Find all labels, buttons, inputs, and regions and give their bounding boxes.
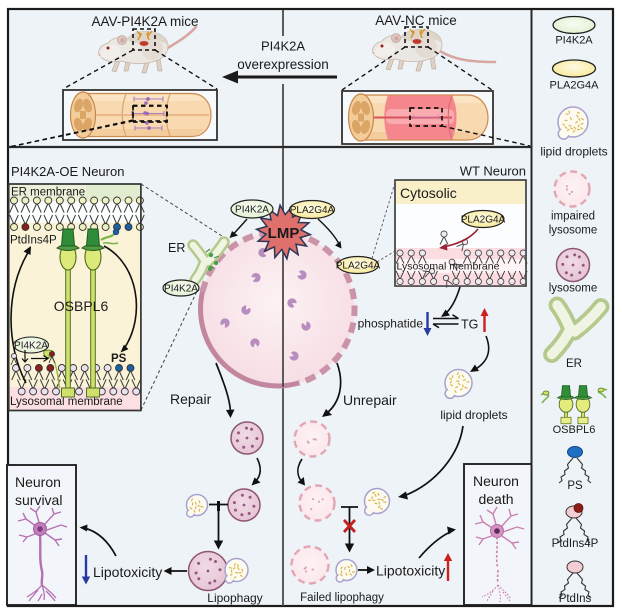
svg-text:PI4K2A: PI4K2A: [261, 39, 305, 54]
svg-text:ER: ER: [168, 241, 185, 255]
svg-text:TG: TG: [461, 318, 478, 332]
svg-text:OSBPL6: OSBPL6: [54, 298, 109, 314]
svg-text:ER: ER: [566, 358, 582, 370]
svg-text:phosphatide: phosphatide: [358, 317, 424, 331]
svg-text:Lipophagy: Lipophagy: [207, 591, 262, 605]
svg-text:PtdIns4P: PtdIns4P: [552, 538, 599, 550]
svg-text:PtdIns4P: PtdIns4P: [10, 235, 57, 247]
svg-text:Neuron: Neuron: [15, 474, 61, 490]
svg-text:WT Neuron: WT Neuron: [460, 164, 526, 179]
svg-text:PS: PS: [111, 353, 127, 365]
svg-text:PtdIns: PtdIns: [559, 593, 592, 605]
svg-text:LMP: LMP: [268, 225, 300, 242]
svg-text:death: death: [478, 491, 513, 507]
svg-text:lipid droplets: lipid droplets: [540, 145, 607, 159]
svg-text:PS: PS: [567, 480, 583, 492]
svg-text:PI4K2A: PI4K2A: [14, 341, 48, 352]
svg-text:Unrepair: Unrepair: [343, 392, 397, 408]
svg-text:Lipotoxicity: Lipotoxicity: [376, 563, 445, 579]
svg-text:impaired: impaired: [551, 211, 595, 223]
svg-text:Lipotoxicity: Lipotoxicity: [93, 564, 162, 580]
svg-text:AAV-NC mice: AAV-NC mice: [375, 13, 457, 28]
svg-text:PLA2G4A: PLA2G4A: [290, 205, 335, 216]
svg-text:Lysosomal membrane: Lysosomal membrane: [397, 261, 500, 273]
svg-text:Cytosolic: Cytosolic: [400, 185, 457, 201]
svg-text:PLA2G4A: PLA2G4A: [461, 215, 506, 226]
svg-text:ER membrane: ER membrane: [11, 187, 85, 199]
svg-text:Repair: Repair: [170, 391, 212, 407]
svg-text:PLA2G4A: PLA2G4A: [550, 80, 600, 92]
svg-text:lysosome: lysosome: [549, 225, 598, 237]
svg-text:PI4K2A: PI4K2A: [235, 205, 269, 216]
svg-text:lipid droplets: lipid droplets: [440, 408, 507, 422]
svg-text:PI4K2A-OE Neuron: PI4K2A-OE Neuron: [11, 164, 124, 179]
svg-text:PI4K2A: PI4K2A: [555, 35, 593, 47]
svg-text:survival: survival: [15, 492, 62, 508]
svg-text:Failed lipophagy: Failed lipophagy: [300, 592, 384, 604]
svg-text:PLA2G4A: PLA2G4A: [336, 261, 381, 272]
svg-text:OSBPL6: OSBPL6: [553, 424, 596, 436]
svg-text:PI4K2A: PI4K2A: [164, 284, 198, 295]
svg-text:overexpression: overexpression: [237, 57, 329, 72]
svg-text:Neuron: Neuron: [473, 473, 519, 489]
svg-text:AAV-PI4K2A mice: AAV-PI4K2A mice: [91, 14, 198, 29]
svg-text:Lysosomal membrane: Lysosomal membrane: [10, 396, 123, 408]
svg-text:lysosome: lysosome: [549, 283, 598, 295]
